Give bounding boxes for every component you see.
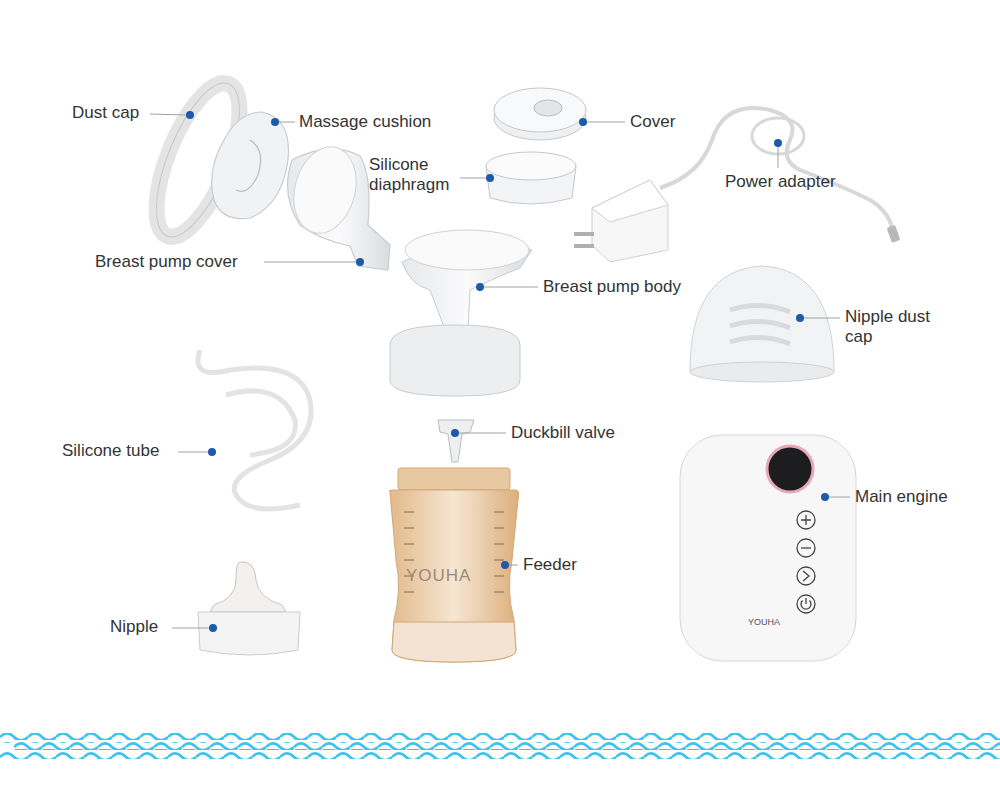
- breast-pump-body-drawing: [390, 230, 532, 396]
- leader-dot: [476, 283, 484, 291]
- power-adapter-drawing: [574, 108, 900, 262]
- display: [767, 446, 813, 492]
- main-engine-drawing: [680, 435, 856, 661]
- adapter-top: [592, 180, 668, 222]
- diaphragm-rim: [486, 152, 576, 180]
- nipple-drawing: [198, 562, 300, 655]
- leader-dot: [208, 448, 216, 456]
- leader-line: [778, 147, 779, 168]
- power-symbol: [801, 598, 811, 609]
- leader-line: [172, 628, 209, 629]
- plus-symbol: [801, 515, 811, 525]
- leader-dot: [271, 118, 279, 126]
- part-label: Silicone diaphragm: [369, 155, 457, 195]
- teat: [210, 562, 286, 612]
- duckbill-valve-drawing: [438, 420, 474, 462]
- wave-band: [0, 733, 1000, 759]
- part-label: Duckbill valve: [511, 423, 615, 443]
- bottle-base: [392, 622, 516, 662]
- leader-dot: [796, 314, 804, 322]
- part-label: Feeder: [523, 555, 577, 575]
- silicone-tube-drawing: [198, 350, 311, 509]
- prong: [574, 244, 594, 248]
- engine-case: [680, 435, 856, 661]
- dome: [690, 266, 834, 372]
- valve: [438, 420, 474, 462]
- part-label: Nipple: [110, 617, 158, 637]
- part-label: Silicone tube: [62, 441, 159, 461]
- part-label: Breast pump cover: [95, 252, 238, 272]
- brand-mark: YOUHA: [406, 566, 471, 586]
- buttons: [797, 511, 815, 613]
- brand-mark: YOUHA: [748, 617, 780, 628]
- bottle-body: [389, 490, 518, 662]
- leader-line: [150, 114, 186, 115]
- leader-line: [459, 433, 506, 434]
- button: [797, 539, 815, 557]
- button: [797, 567, 815, 585]
- button: [797, 511, 815, 529]
- leader-dot: [209, 624, 217, 632]
- part-label: Main engine: [855, 487, 948, 507]
- tube-loop: [226, 391, 295, 455]
- cord: [660, 108, 893, 232]
- leader-dot: [186, 111, 194, 119]
- leader-line: [460, 178, 486, 179]
- leader-line: [587, 122, 625, 123]
- part-label: Massage cushion: [299, 112, 431, 132]
- tube: [198, 350, 311, 509]
- dome-rim: [690, 362, 834, 382]
- cushion: [212, 112, 289, 219]
- part-label: Nipple dust cap: [845, 307, 939, 347]
- pump-base: [390, 325, 520, 396]
- leader-line: [264, 262, 356, 263]
- scale-marks: [404, 512, 504, 592]
- leader-line: [484, 287, 538, 288]
- cover-knob: [534, 100, 562, 116]
- leader-dot: [356, 258, 364, 266]
- leader-dot: [501, 561, 509, 569]
- leader-dot: [821, 493, 829, 501]
- part-label: Power adapter: [725, 172, 836, 192]
- leader-dot: [486, 174, 494, 182]
- leader-line: [509, 565, 518, 566]
- cover-top: [494, 88, 586, 132]
- leader-dot: [579, 118, 587, 126]
- cushion-fold: [236, 140, 261, 191]
- leader-line: [279, 122, 295, 123]
- diaphragm-drawing: [486, 152, 576, 204]
- cover-drawing: [494, 88, 586, 140]
- nipple-dust-cap-drawing: [690, 266, 834, 382]
- leader-dot: [451, 429, 459, 437]
- leader-line: [829, 497, 850, 498]
- bottle-neck: [398, 468, 510, 490]
- nipple-collar: [198, 612, 300, 655]
- leader-dot: [774, 139, 782, 147]
- feeder-drawing: [389, 468, 518, 662]
- prong: [574, 232, 594, 236]
- mode-symbol: [803, 571, 809, 581]
- dome-ridges: [730, 305, 790, 344]
- part-label: Cover: [630, 112, 675, 132]
- adapter-box: [592, 180, 668, 262]
- part-label: Breast pump body: [543, 277, 681, 297]
- pump-rim: [405, 230, 529, 270]
- leader-line: [178, 452, 208, 453]
- button: [797, 595, 815, 613]
- wave-row: [0, 749, 1000, 759]
- massage-cushion-drawing: [212, 112, 289, 219]
- leader-lines: [150, 114, 850, 628]
- plug-tip: [887, 225, 901, 243]
- part-label: Dust cap: [72, 103, 139, 123]
- funnel-mouth: [285, 140, 366, 241]
- minus-symbol: [801, 547, 811, 548]
- leader-line: [804, 318, 840, 319]
